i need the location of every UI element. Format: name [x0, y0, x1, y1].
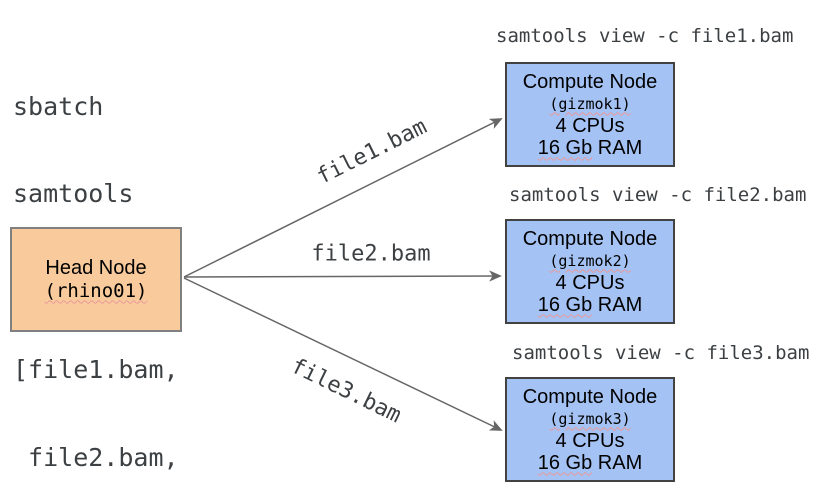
compute-node-ram-unit: RAM	[592, 293, 643, 316]
compute-node-ram-unit: RAM	[592, 451, 643, 474]
compute-node-ram: 16 Gb RAM	[538, 452, 642, 474]
compute-node-cpus: 4 CPUs	[555, 429, 625, 452]
compute-node-box-1: Compute Node (gizmok1) 4 CPUs 16 Gb RAM	[505, 62, 675, 167]
command-line: samtools	[13, 179, 134, 209]
compute-node-box-2: Compute Node (gizmok2) 4 CPUs 16 Gb RAM	[505, 219, 675, 324]
head-node-hostname-text: (rhino01)	[44, 279, 148, 302]
compute-node-box-3: Compute Node (gizmok3) 4 CPUs 16 Gb RAM	[505, 377, 675, 482]
compute-node-ram-amount: 16 Gb	[537, 293, 593, 316]
compute-node-ram-amount: 16 Gb	[537, 451, 593, 474]
compute-node-ram: 16 Gb RAM	[538, 137, 642, 159]
compute-node-ram: 16 Gb RAM	[538, 294, 642, 316]
compute-command-label-3: samtools view -c file3.bam	[512, 342, 810, 364]
compute-node-hostname: (gizmok3)	[549, 409, 630, 430]
command-line: sbatch	[13, 91, 104, 121]
arrow-file2	[183, 270, 502, 282]
command-line: [file1.bam,	[13, 355, 179, 385]
compute-command-label-1: samtools view -c file1.bam	[496, 25, 794, 47]
compute-node-ram-amount: 16 Gb	[537, 136, 593, 159]
arrow-label-file2: file2.bam	[311, 241, 431, 267]
head-node-box: Head Node (rhino01)	[10, 227, 182, 332]
arrow-label-file3: file3.bam	[286, 353, 406, 429]
compute-node-cpus: 4 CPUs	[555, 271, 625, 294]
compute-node-hostname: (gizmok2)	[549, 251, 630, 272]
compute-node-title: Compute Node	[522, 385, 658, 408]
arrow-file3	[183, 277, 503, 431]
compute-node-hostname-text: (gizmok1)	[549, 94, 631, 113]
head-node-title: Head Node	[45, 256, 147, 279]
compute-node-hostname: (gizmok1)	[549, 94, 630, 115]
compute-node-ram-unit: RAM	[592, 136, 643, 159]
compute-node-title: Compute Node	[522, 70, 658, 93]
compute-node-cpus: 4 CPUs	[555, 114, 625, 137]
compute-node-hostname-text: (gizmok3)	[549, 409, 631, 428]
compute-node-title: Compute Node	[522, 227, 658, 250]
head-node-hostname: (rhino01)	[45, 280, 148, 303]
command-line: file2.bam,	[13, 443, 179, 473]
compute-node-hostname-text: (gizmok2)	[549, 251, 631, 270]
compute-command-label-2: samtools view -c file2.bam	[509, 184, 807, 206]
arrow-label-file1: file1.bam	[313, 114, 431, 190]
